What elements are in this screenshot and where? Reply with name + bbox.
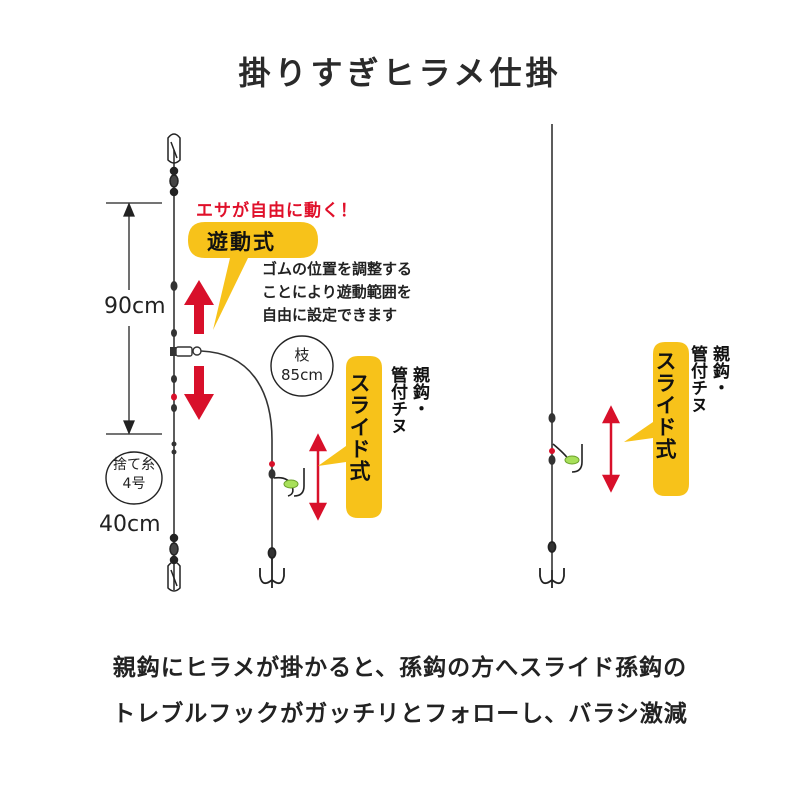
yudo-arrow-up-icon [184, 280, 214, 334]
caption-line-2: トレブルフックがガッチリとフォローし、バラシ激減 [112, 701, 688, 727]
sute-line1: 捨て糸 [113, 457, 155, 473]
slide-callout-left [318, 356, 382, 518]
right-treble-hook-icon [539, 541, 565, 588]
free-move-label: エサが自由に動く！ [196, 201, 358, 221]
slide-shiki-label-left: スライド式 [347, 372, 371, 482]
page-title: 掛りすぎヒラメ仕掛 [238, 54, 562, 92]
note-line: ゴムの位置を調整する [262, 260, 413, 278]
sute-line2: 4号 [122, 476, 146, 492]
oya-hook-label-right: 親鈎・ 管付チヌ [686, 345, 730, 413]
caption-line-1: 親鈎にヒラメが掛かると、孫鈎の方へスライド孫鈎の [112, 655, 688, 681]
branch-beads [268, 461, 276, 479]
dimension-90-label: 90cm [104, 294, 166, 319]
right-beads [548, 413, 556, 465]
oya-line1: 親鈎・ [409, 366, 429, 417]
adjust-note: ゴムの位置を調整する ことにより遊動範囲を 自由に設定できます [262, 258, 412, 327]
right-oya-hook-icon [552, 443, 583, 473]
yudoshiki-callout [188, 222, 318, 330]
yudoshiki-label: 遊動式 [207, 230, 276, 254]
oya-hook-icon [273, 468, 305, 497]
eda-line2: 85cm [281, 366, 323, 384]
note-line: ことにより遊動範囲を [262, 283, 412, 301]
slide-callout-right [624, 342, 689, 496]
slide-shiki-label-right: スライド式 [653, 350, 677, 460]
yudo-arrow-down-icon [184, 366, 214, 420]
oya-line2: 管付チヌ [387, 366, 407, 434]
branch-line [200, 350, 273, 560]
oya-hook-label-left: 親鈎・ 管付チヌ [386, 366, 430, 434]
sute-label: 捨て糸 4号 [107, 456, 161, 494]
dimension-40-label: 40cm [99, 512, 161, 537]
slide-arrow-left-icon [308, 433, 328, 521]
sute-bubble [105, 451, 163, 505]
dimension-90 [106, 202, 162, 435]
oya-line2: 管付チヌ [687, 345, 707, 413]
sliding-swivel-icon [170, 346, 202, 357]
bottom-snap-swivel-icon [167, 533, 181, 592]
oya-line1: 親鈎・ [709, 345, 729, 396]
note-line: 自由に設定できます [262, 306, 398, 324]
eda-label: 枝 85cm [271, 345, 333, 385]
main-line-beads [170, 281, 178, 455]
slide-arrow-right-icon [601, 405, 621, 493]
treble-hook-icon [259, 547, 285, 588]
top-snap-swivel-icon [167, 133, 181, 197]
eda-line1: 枝 [294, 346, 310, 364]
eda-bubble [270, 335, 334, 397]
